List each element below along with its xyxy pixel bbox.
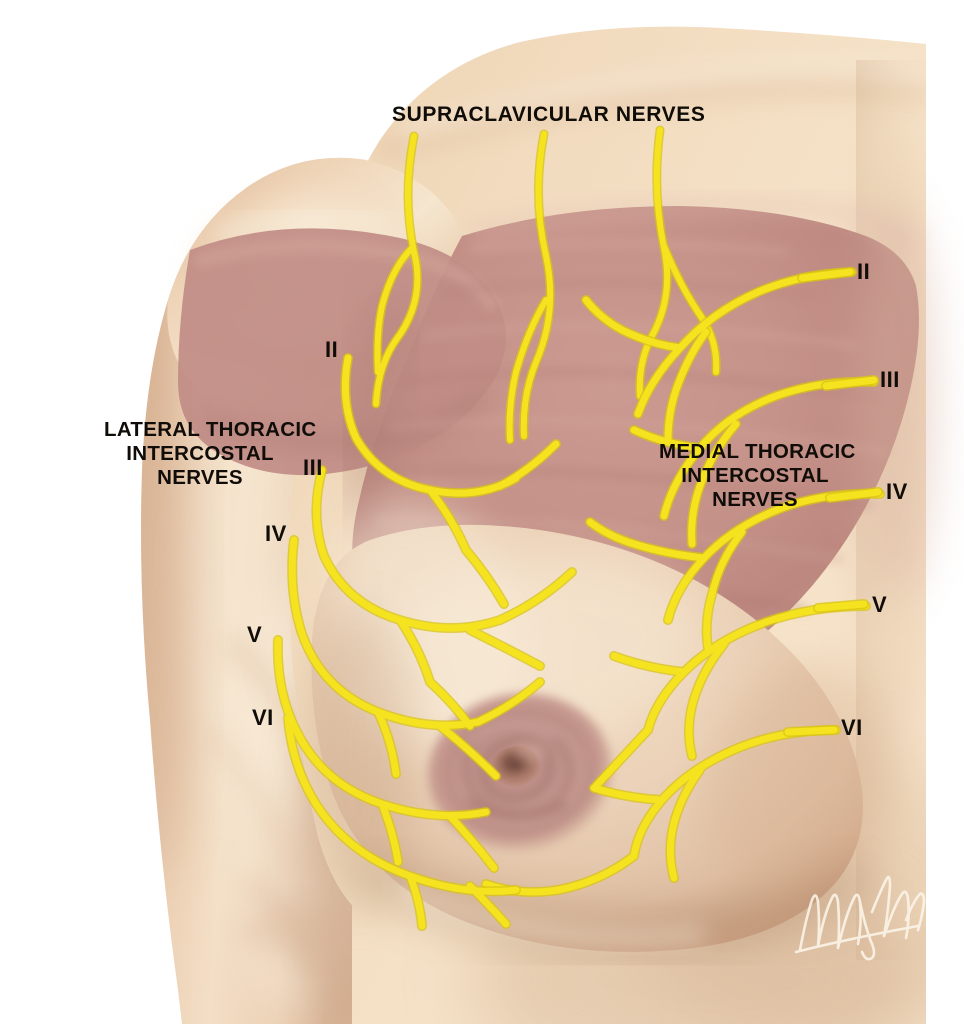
medial-numeral-iii: III	[880, 367, 900, 392]
nerve-leader-stubs	[783, 267, 883, 737]
lateral-numeral-ii: II	[325, 337, 339, 362]
medial-numeral-v: V	[872, 592, 888, 617]
medial-thoracic-intercostal-nerves-label: MEDIAL THORACIC INTERCOSTAL NERVES	[659, 440, 856, 511]
supraclavicular-nerves	[371, 125, 721, 445]
lateral-numeral-vi: VI	[252, 705, 274, 730]
supraclavicular-nerves-label: SUPRACLAVICULAR NERVES	[392, 103, 706, 126]
medial-numeral-vi: VI	[841, 715, 863, 740]
lateral-intercostal-nerves	[272, 353, 577, 931]
medial-numeral-iv: IV	[886, 479, 908, 504]
artist-signature	[794, 875, 926, 961]
lateral-numeral-iii: III	[303, 455, 323, 480]
nerve-network	[272, 125, 885, 931]
medial-numeral-ii: II	[857, 259, 871, 284]
lateral-numeral-iv: IV	[265, 521, 287, 546]
lateral-thoracic-intercostal-nerves-label: LATERAL THORACIC INTERCOSTAL NERVES	[104, 418, 317, 489]
lateral-numeral-v: V	[247, 622, 263, 647]
